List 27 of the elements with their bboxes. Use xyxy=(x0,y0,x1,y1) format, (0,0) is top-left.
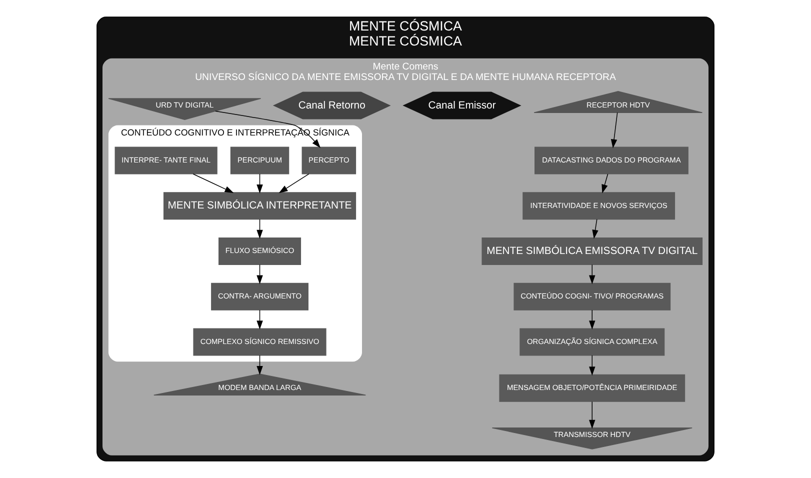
node-box: INTERPRE- TANTE FINAL xyxy=(114,146,218,174)
node-box: PERCEPTO xyxy=(302,146,356,174)
node-box: MENTE SIMBÓLICA INTERPRETANTE xyxy=(163,192,356,220)
node-box: DATACASTING DADOS DO PROGRAMA xyxy=(534,146,688,174)
arrow xyxy=(589,401,596,429)
arrow xyxy=(256,355,263,375)
node-box: CONTEÚDO COGNI- TIVO/ PROGRAMAS xyxy=(514,282,671,310)
arrow xyxy=(192,174,234,193)
arrow xyxy=(602,174,608,194)
arrow xyxy=(256,310,263,330)
arrow xyxy=(610,112,618,148)
arrow xyxy=(256,264,263,284)
arrow xyxy=(589,310,596,330)
arrow xyxy=(589,355,596,376)
node-box: PERCIPUUM xyxy=(230,146,290,174)
arrow xyxy=(278,174,310,194)
node-box: COMPLEXO SÍGNICO REMISSIVO xyxy=(193,328,326,356)
node-box: ORGANIZAÇÃO SÍGNICA COMPLEXA xyxy=(520,328,665,356)
arrow xyxy=(256,218,263,239)
arrow xyxy=(592,218,598,239)
node-box: MENSAGEM OBJETO/POTÊNCIA PRIMEIRIDADE xyxy=(499,374,686,402)
node-box: INTERATIVIDADE E NOVOS SERVIÇOS xyxy=(522,192,676,220)
arrow xyxy=(589,264,596,284)
node-box: CONTRA- ARGUMENTO xyxy=(211,282,308,310)
node-box: FLUXO SEMIÓSICO xyxy=(218,238,302,266)
arrow xyxy=(256,174,263,194)
node-box: MENTE SIMBÓLICA EMISSORA TV DIGITAL xyxy=(482,238,703,266)
